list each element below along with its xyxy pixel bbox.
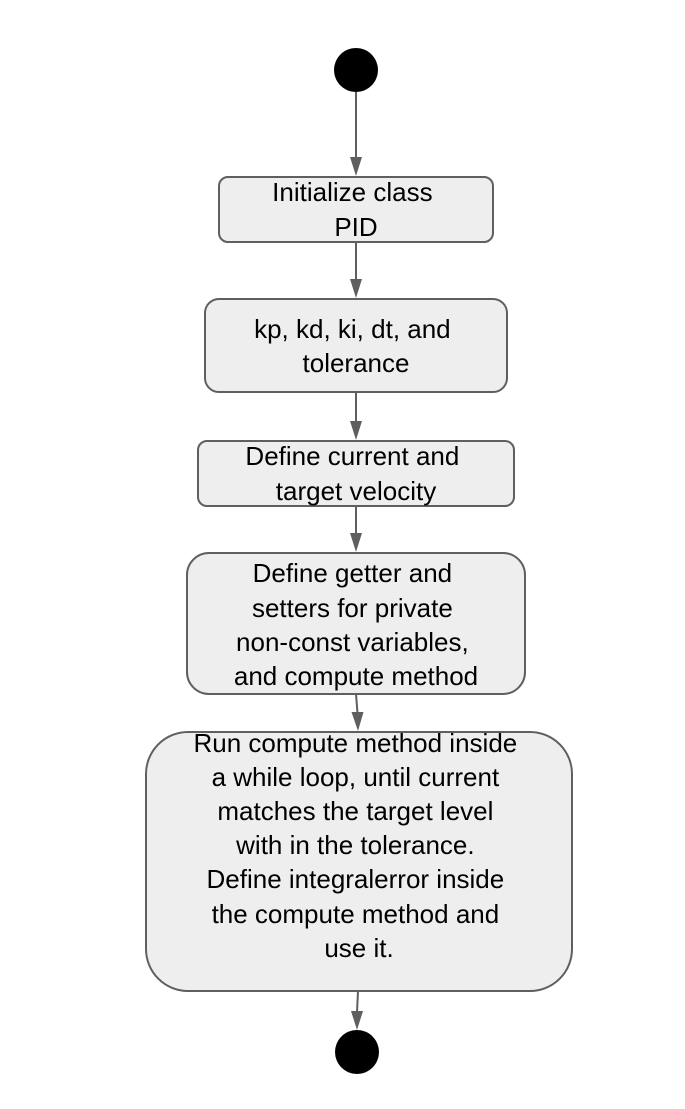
svg-text:kp, kd, ki, dt, and tole: kp, kd, ki, dt, and tolerance (254, 314, 458, 378)
edge-run-to-end (351, 990, 363, 1030)
edge-getters-to-run (351, 693, 364, 731)
step-line: Initialize class (272, 177, 432, 207)
step-line: use it. (324, 933, 393, 963)
edges (350, 92, 364, 1030)
step-init-class: Initialize class PID (218, 176, 494, 243)
svg-text:Initialize class PID: Initialize class PID (272, 177, 440, 242)
step-define-velocity: Define current and target velocity (197, 440, 515, 507)
step-line: and compute method (234, 661, 478, 691)
start-node (334, 48, 378, 92)
step-params: kp, kd, ki, dt, and tolerance (204, 298, 508, 393)
edge-velocity-to-getters (350, 506, 362, 552)
end-node (335, 1030, 379, 1074)
step-line: matches the target level (217, 796, 493, 826)
edge-params-to-velocity (350, 392, 362, 440)
step-line: Define integralerror inside (207, 864, 505, 894)
step-line: target velocity (276, 476, 436, 506)
step-line: non-const variables, (236, 627, 469, 657)
step-line: the compute method and (212, 899, 500, 929)
step-line: tolerance (303, 348, 410, 378)
edge-init-to-params (350, 242, 362, 298)
step-line: PID (334, 212, 377, 242)
svg-text:Run compute method inside: Run compute method inside a while loop, … (194, 728, 525, 963)
step-run-compute: Run compute method inside a while loop, … (145, 728, 573, 992)
step-line: with in the tolerance. (235, 830, 474, 860)
svg-text:Define current and targe: Define current and target velocity (245, 441, 466, 506)
step-line: kp, kd, ki, dt, and (254, 314, 451, 344)
step-line: a while loop, until current (212, 762, 500, 792)
step-line: setters for private (252, 593, 453, 623)
step-line: Run compute method inside (194, 728, 518, 758)
svg-text:Define getter and setter: Define getter and setters for private no… (234, 558, 478, 691)
step-line: Define getter and (253, 558, 452, 588)
step-getters-setters: Define getter and setters for private no… (186, 552, 526, 695)
edge-start-to-init (350, 92, 362, 176)
step-line: Define current and (245, 441, 459, 471)
